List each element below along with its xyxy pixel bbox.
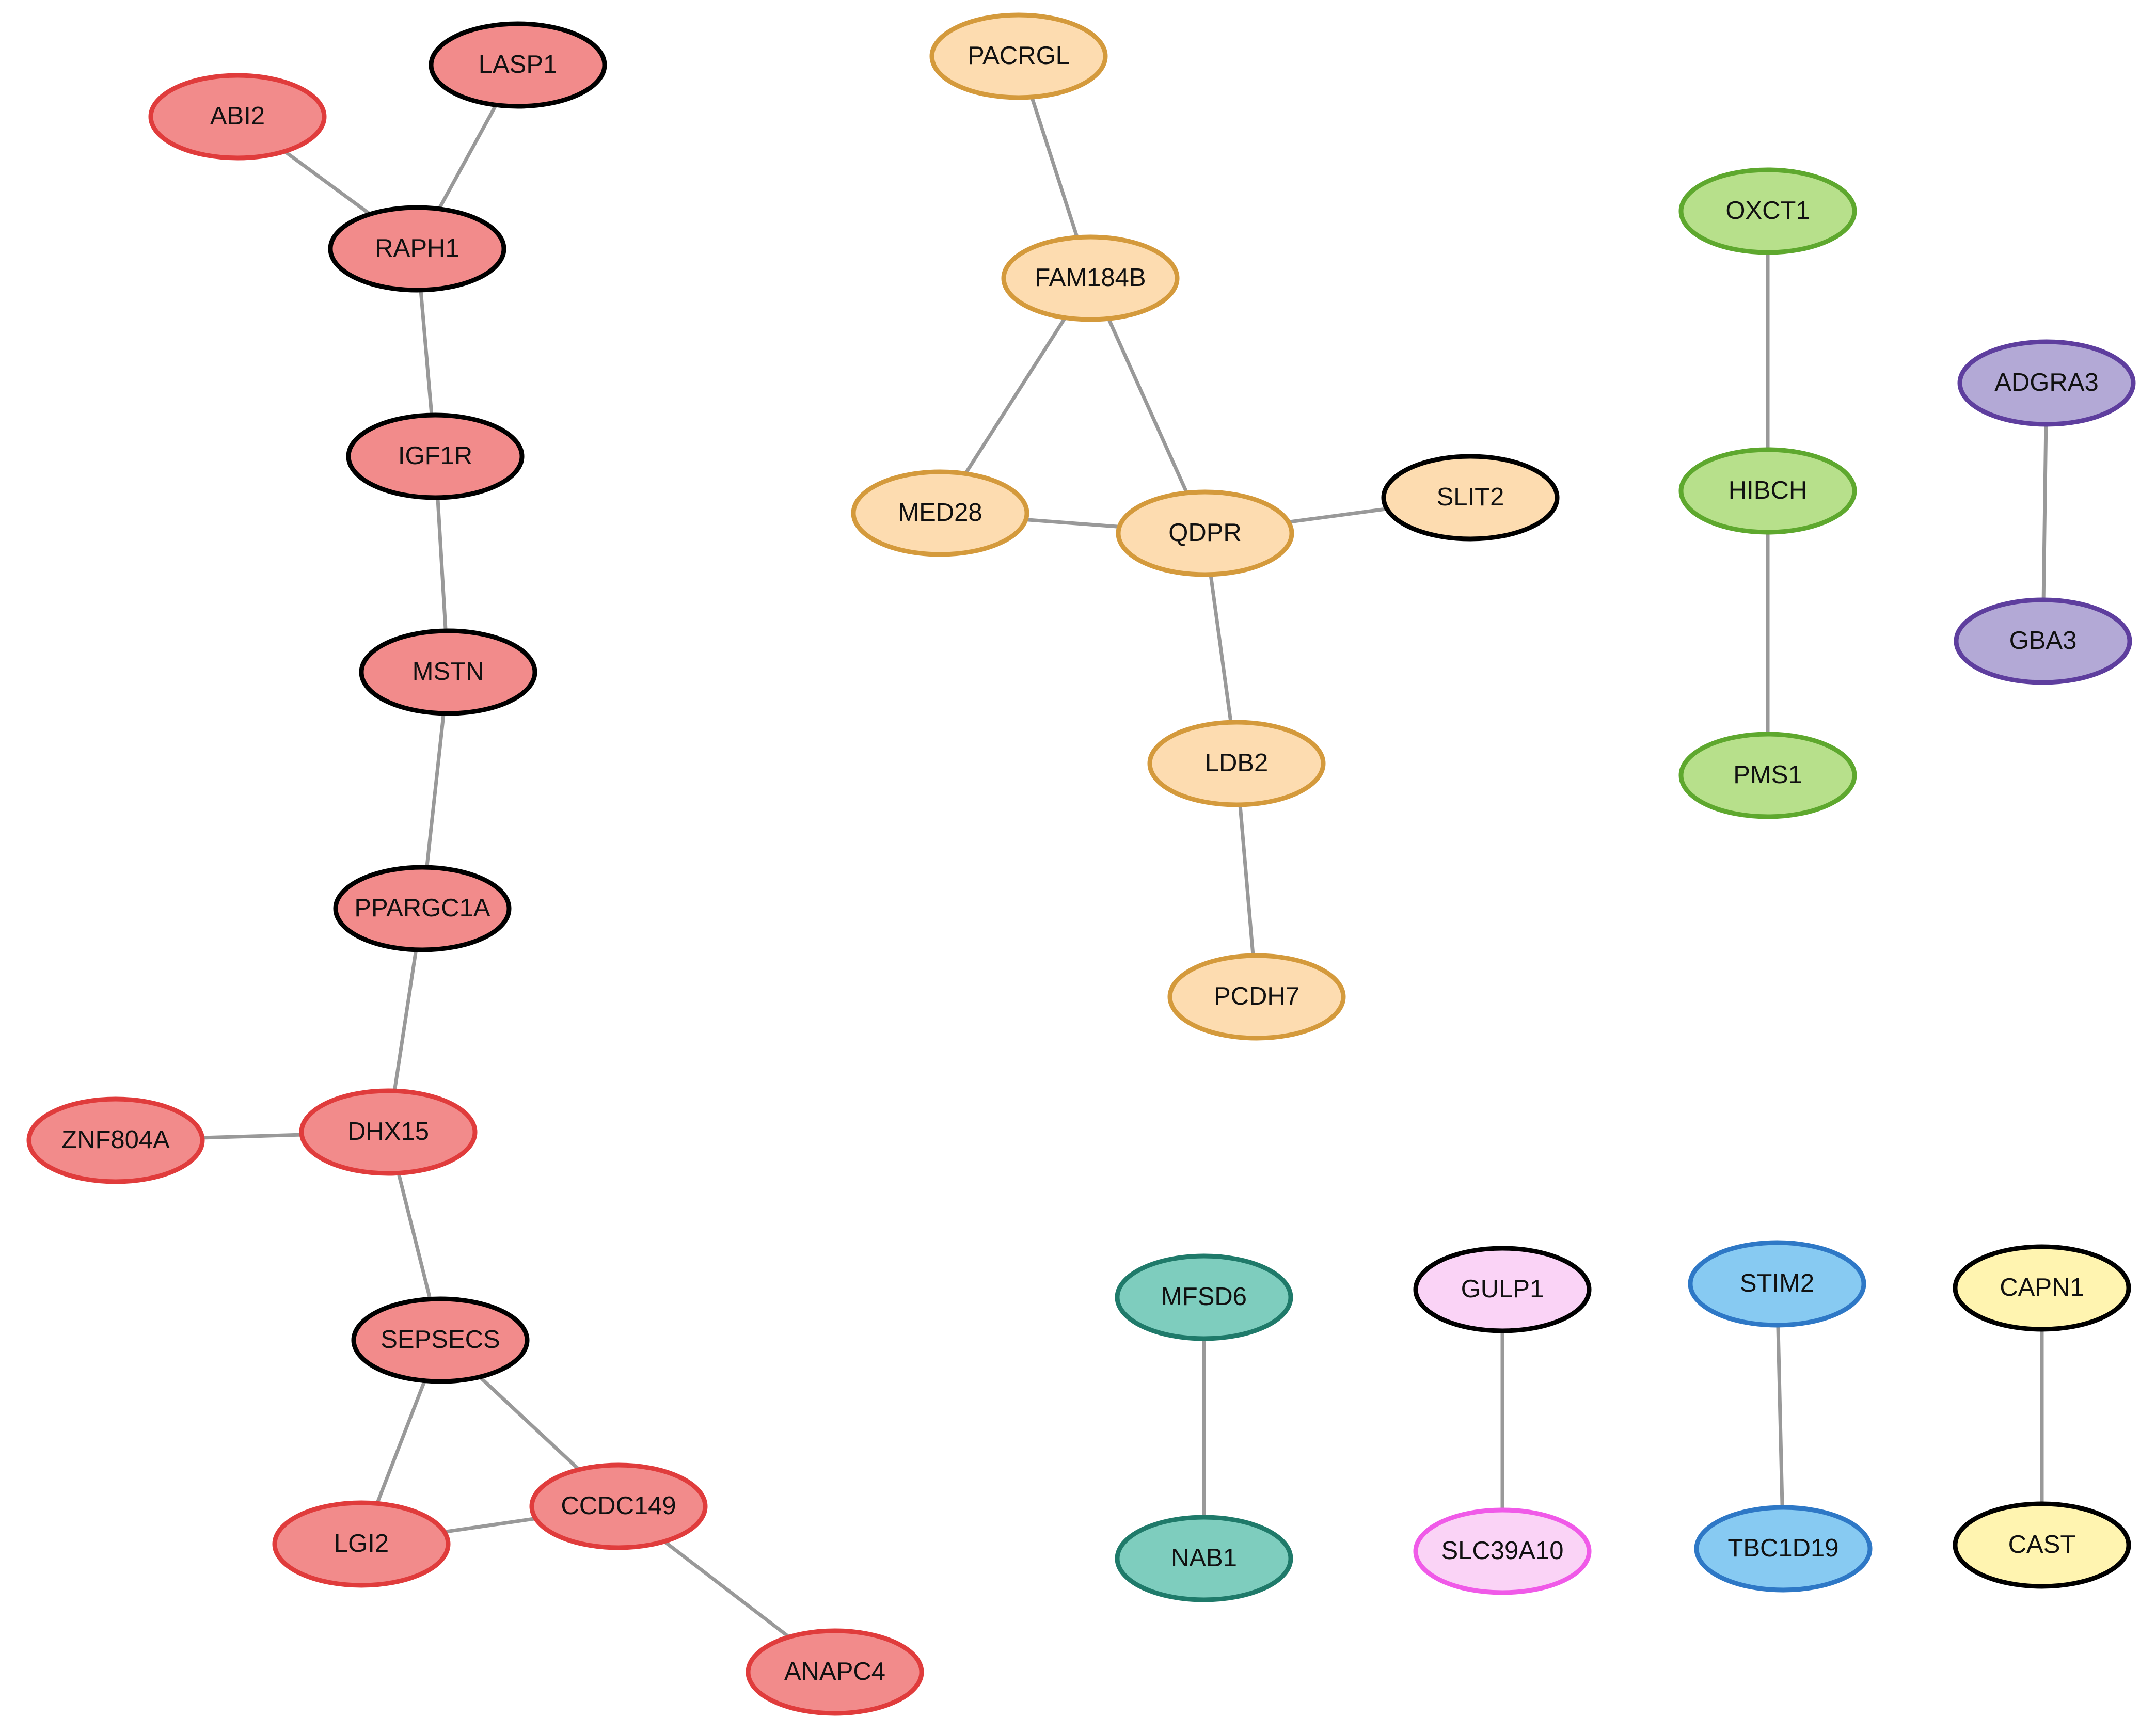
node-qdpr-ellipse[interactable]	[1116, 489, 1294, 577]
node-abi2-label: ABI2	[210, 102, 265, 130]
node-sepsecs[interactable]: SEPSECS	[351, 1296, 530, 1384]
node-lgi2-ellipse[interactable]	[272, 1500, 451, 1588]
node-igf1r-label: IGF1R	[398, 442, 472, 470]
node-tbc1d19[interactable]: TBC1D19	[1694, 1505, 1873, 1593]
node-ldb2-ellipse[interactable]	[1147, 720, 1326, 807]
node-lgi2-label: LGI2	[334, 1530, 389, 1557]
node-lasp1-label: LASP1	[479, 51, 558, 78]
node-cast[interactable]: CAST	[1953, 1501, 2131, 1589]
node-mfsd6[interactable]: MFSD6	[1115, 1253, 1293, 1341]
node-ppargc1a[interactable]: PPARGC1A	[333, 865, 512, 952]
node-ccdc149-ellipse[interactable]	[529, 1462, 708, 1550]
node-stim2[interactable]: STIM2	[1688, 1240, 1866, 1328]
node-cast-ellipse[interactable]	[1953, 1501, 2131, 1589]
node-znf804a-ellipse[interactable]	[26, 1096, 205, 1184]
node-gba3-ellipse[interactable]	[1954, 597, 2132, 685]
node-oxct1[interactable]: OXCT1	[1678, 167, 1857, 255]
node-mfsd6-label: MFSD6	[1161, 1283, 1247, 1311]
node-ldb2-label: LDB2	[1205, 749, 1269, 777]
node-adgra3-ellipse[interactable]	[1957, 339, 2136, 427]
node-med28-label: MED28	[898, 499, 982, 527]
node-slit2[interactable]: SLIT2	[1381, 454, 1560, 542]
node-med28-ellipse[interactable]	[851, 469, 1029, 557]
node-slit2-label: SLIT2	[1437, 483, 1504, 511]
node-raph1-ellipse[interactable]	[328, 205, 506, 293]
node-ldb2[interactable]: LDB2	[1147, 720, 1326, 807]
node-lasp1-ellipse[interactable]	[429, 21, 607, 109]
node-gba3-label: GBA3	[2009, 627, 2077, 655]
node-pms1[interactable]: PMS1	[1678, 732, 1857, 819]
node-ppargc1a-label: PPARGC1A	[354, 894, 490, 922]
node-slc39a10-ellipse[interactable]	[1413, 1507, 1592, 1595]
node-nab1[interactable]: NAB1	[1115, 1515, 1293, 1602]
node-slc39a10[interactable]: SLC39A10	[1413, 1507, 1592, 1595]
node-slit2-ellipse[interactable]	[1381, 454, 1560, 542]
node-lasp1[interactable]: LASP1	[429, 21, 607, 109]
node-med28[interactable]: MED28	[851, 469, 1029, 557]
node-capn1[interactable]: CAPN1	[1953, 1244, 2131, 1332]
node-stim2-label: STIM2	[1740, 1269, 1814, 1297]
node-oxct1-label: OXCT1	[1725, 197, 1810, 225]
node-qdpr-label: QDPR	[1168, 519, 1242, 547]
node-pms1-ellipse[interactable]	[1678, 732, 1857, 819]
node-tbc1d19-ellipse[interactable]	[1694, 1505, 1873, 1593]
node-ppargc1a-ellipse[interactable]	[333, 865, 512, 952]
node-pms1-label: PMS1	[1733, 761, 1802, 789]
node-gulp1[interactable]: GULP1	[1413, 1246, 1592, 1333]
node-tbc1d19-label: TBC1D19	[1727, 1534, 1838, 1562]
node-hibch-ellipse[interactable]	[1678, 447, 1857, 535]
node-lgi2[interactable]: LGI2	[272, 1500, 451, 1588]
node-capn1-label: CAPN1	[2000, 1274, 2084, 1301]
node-mfsd6-ellipse[interactable]	[1115, 1253, 1293, 1341]
node-sepsecs-ellipse[interactable]	[351, 1296, 530, 1384]
node-anapc4-label: ANAPC4	[784, 1658, 885, 1686]
node-nab1-ellipse[interactable]	[1115, 1515, 1293, 1602]
node-nab1-label: NAB1	[1171, 1544, 1237, 1572]
node-gba3[interactable]: GBA3	[1954, 597, 2132, 685]
node-fam184b-label: FAM184B	[1035, 264, 1146, 292]
node-hibch-label: HIBCH	[1729, 476, 1807, 504]
node-raph1[interactable]: RAPH1	[328, 205, 506, 293]
node-hibch[interactable]: HIBCH	[1678, 447, 1857, 535]
node-pacrgl-label: PACRGL	[968, 42, 1070, 70]
node-qdpr[interactable]: QDPR	[1116, 489, 1294, 577]
node-gulp1-ellipse[interactable]	[1413, 1246, 1592, 1333]
node-fam184b-ellipse[interactable]	[1001, 234, 1180, 322]
node-stim2-ellipse[interactable]	[1688, 1240, 1866, 1328]
edge-stim2-tbc1d19	[1775, 1282, 1785, 1551]
node-pcdh7-ellipse[interactable]	[1167, 953, 1346, 1041]
node-znf804a-label: ZNF804A	[61, 1126, 170, 1154]
node-adgra3-label: ADGRA3	[1994, 369, 2099, 396]
node-dhx15-label: DHX15	[347, 1118, 429, 1146]
node-anapc4[interactable]: ANAPC4	[746, 1628, 924, 1716]
node-mstn-ellipse[interactable]	[359, 628, 537, 716]
node-pacrgl-ellipse[interactable]	[929, 12, 1108, 100]
node-cast-label: CAST	[2008, 1531, 2076, 1559]
node-raph1-label: RAPH1	[375, 234, 459, 262]
node-capn1-ellipse[interactable]	[1953, 1244, 2131, 1332]
node-slc39a10-label: SLC39A10	[1441, 1537, 1563, 1565]
node-pacrgl[interactable]: PACRGL	[929, 12, 1108, 100]
node-abi2[interactable]: ABI2	[148, 73, 327, 161]
node-oxct1-ellipse[interactable]	[1678, 167, 1857, 255]
node-fam184b[interactable]: FAM184B	[1001, 234, 1180, 322]
node-adgra3[interactable]: ADGRA3	[1957, 339, 2136, 427]
node-znf804a[interactable]: ZNF804A	[26, 1096, 205, 1184]
node-mstn[interactable]: MSTN	[359, 628, 537, 716]
node-igf1r-ellipse[interactable]	[346, 412, 525, 500]
node-dhx15[interactable]: DHX15	[299, 1088, 478, 1176]
node-dhx15-ellipse[interactable]	[299, 1088, 478, 1176]
node-pcdh7[interactable]: PCDH7	[1167, 953, 1346, 1041]
node-anapc4-ellipse[interactable]	[746, 1628, 924, 1716]
node-ccdc149-label: CCDC149	[561, 1492, 676, 1520]
node-ccdc149[interactable]: CCDC149	[529, 1462, 708, 1550]
node-abi2-ellipse[interactable]	[148, 73, 327, 161]
node-gulp1-label: GULP1	[1461, 1275, 1544, 1303]
node-pcdh7-label: PCDH7	[1214, 982, 1299, 1010]
node-mstn-label: MSTN	[413, 658, 484, 686]
node-sepsecs-label: SEPSECS	[381, 1326, 500, 1354]
node-igf1r[interactable]: IGF1R	[346, 412, 525, 500]
